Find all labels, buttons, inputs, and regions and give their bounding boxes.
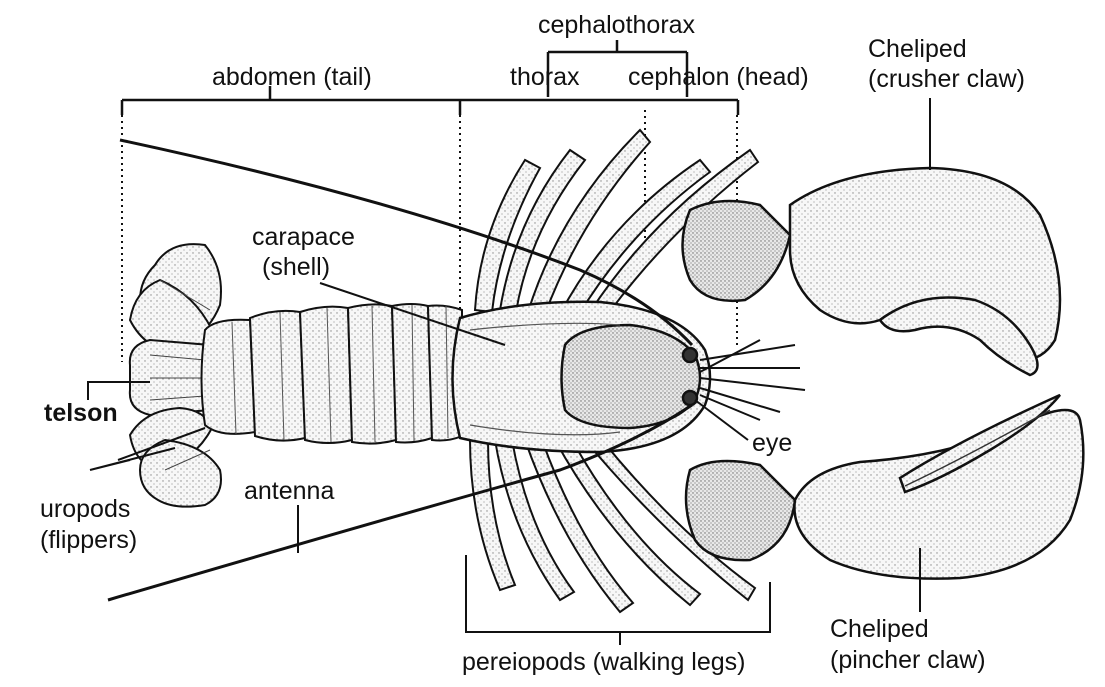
label-carapace-2: (shell) — [262, 252, 330, 282]
label-cheliped-pincher-1: Cheliped — [830, 614, 929, 644]
label-cheliped-crusher-2: (crusher claw) — [868, 64, 1025, 94]
eye-lower — [683, 391, 697, 405]
label-carapace-1: carapace — [252, 222, 355, 252]
label-cheliped-crusher-1: Cheliped — [868, 34, 967, 64]
label-cephalothorax: cephalothorax — [538, 10, 695, 40]
crusher-claw — [683, 168, 1061, 375]
pincher-claw-body — [794, 410, 1083, 579]
label-cephalon: cephalon (head) — [628, 62, 809, 92]
head-thorax-bracket — [460, 100, 738, 115]
label-abdomen: abdomen (tail) — [212, 62, 372, 92]
eye-upper — [683, 348, 697, 362]
label-cheliped-pincher-2: (pincher claw) — [830, 645, 986, 675]
label-telson: telson — [44, 398, 118, 428]
abdomen-segments — [202, 304, 463, 444]
label-uropods-1: uropods — [40, 494, 130, 524]
pincher-claw-arm — [686, 461, 795, 560]
eye-leader — [695, 400, 748, 440]
label-pereiopods: pereiopods (walking legs) — [462, 647, 745, 677]
label-eye: eye — [752, 428, 792, 458]
label-antenna: antenna — [244, 476, 334, 506]
label-uropods-2: (flippers) — [40, 525, 137, 555]
crusher-claw-arm — [683, 201, 791, 301]
pincher-claw — [686, 395, 1083, 579]
label-thorax: thorax — [510, 62, 579, 92]
